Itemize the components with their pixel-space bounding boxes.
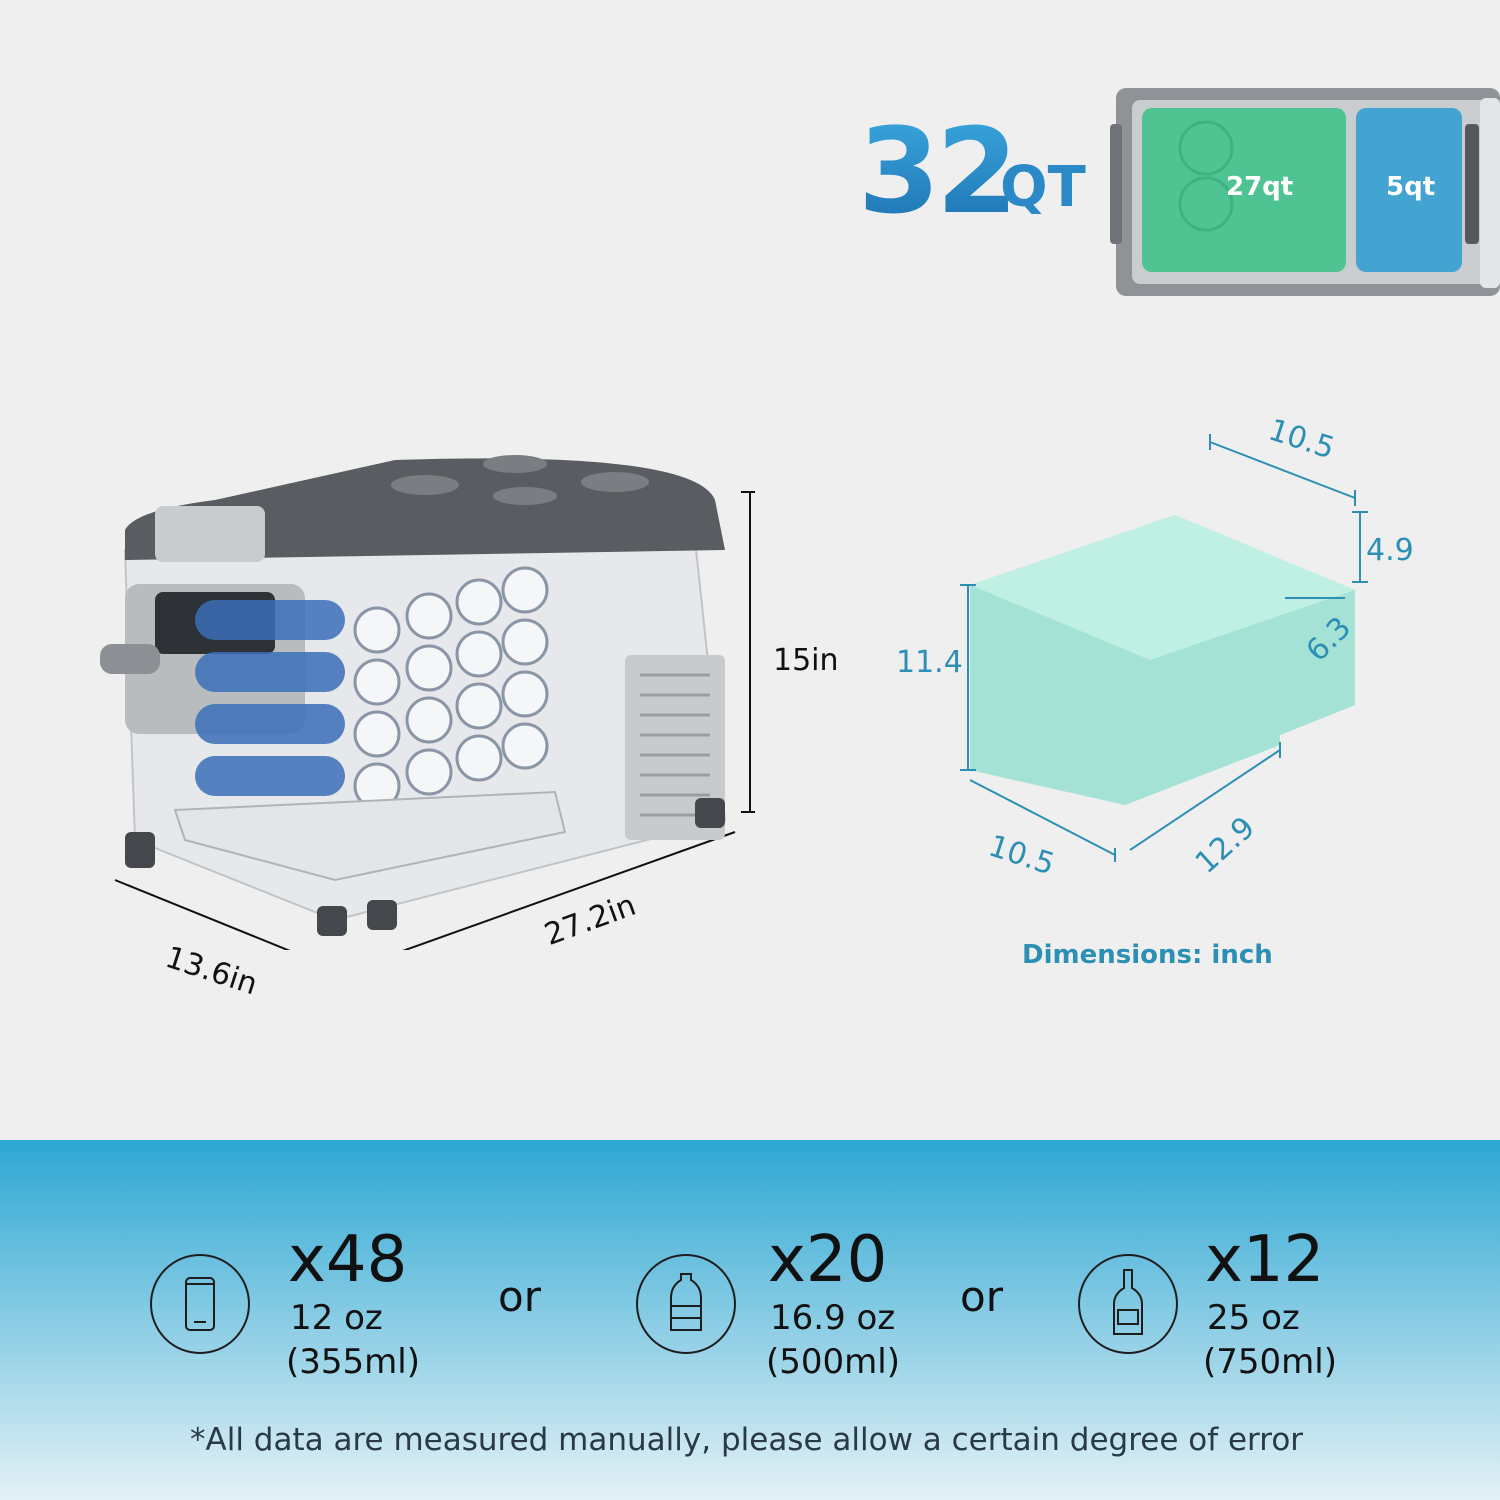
zone-small-label: 5qt: [1386, 172, 1436, 202]
capacity-banner: [0, 1140, 1500, 1500]
water-bottle-count: x20: [768, 1223, 888, 1297]
can-icon: [150, 1254, 250, 1354]
fridge-height-label: 15in: [773, 643, 839, 678]
wine-bottle-count: x12: [1205, 1223, 1325, 1297]
wine-bottle-size: 25 oz: [1207, 1298, 1300, 1338]
compartment-top-view: [1110, 88, 1500, 296]
interior-box-diagram: [960, 434, 1368, 862]
can-count: x48: [288, 1223, 408, 1297]
water-bottle-size: 16.9 oz: [770, 1298, 896, 1338]
separator-or-2: or: [960, 1272, 1003, 1321]
water-bottle-icon: [636, 1254, 736, 1354]
separator-or-1: or: [498, 1272, 541, 1321]
can-volume: (355ml): [286, 1342, 420, 1382]
capacity-number: 32: [858, 102, 1018, 240]
wine-bottle-icon: [1078, 1254, 1178, 1354]
box-step-height-label: 4.9: [1366, 533, 1414, 568]
zone-large: [1142, 108, 1346, 272]
capacity-unit: QT: [1000, 155, 1086, 220]
zone-small: [1356, 108, 1462, 272]
fridge-illustration: [100, 455, 755, 950]
wine-bottle-volume: (750ml): [1203, 1342, 1337, 1382]
can-size: 12 oz: [290, 1298, 383, 1338]
dimensions-unit-note: Dimensions: inch: [1022, 940, 1273, 970]
footnote: *All data are measured manually, please …: [190, 1422, 1304, 1458]
zone-large-label: 27qt: [1226, 172, 1294, 202]
box-height-label: 11.4: [896, 645, 963, 680]
water-bottle-volume: (500ml): [766, 1342, 900, 1382]
